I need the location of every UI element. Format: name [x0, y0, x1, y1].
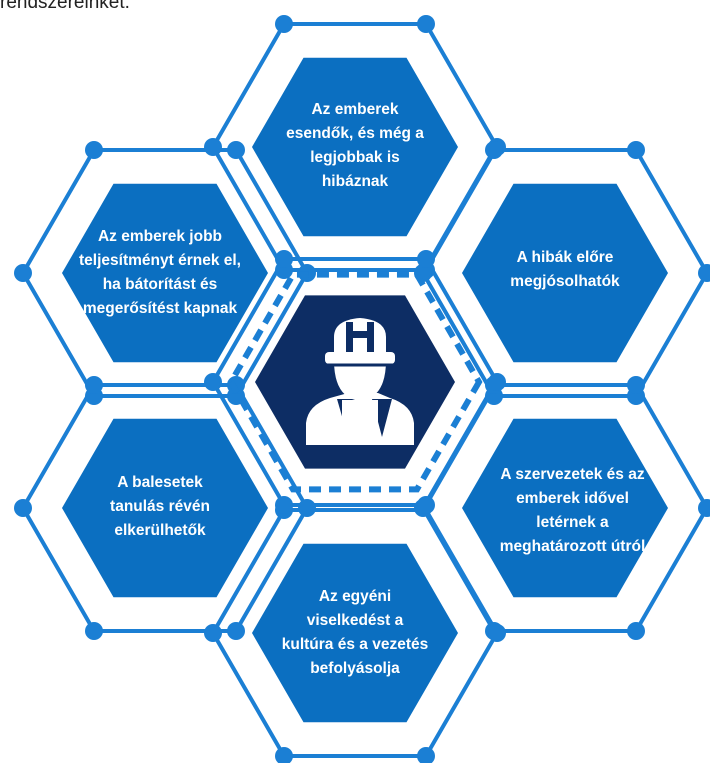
center-dashed-ring — [227, 271, 483, 493]
frame-node-dot — [627, 141, 645, 159]
frame-node-dot — [417, 747, 435, 763]
frame-node-dot — [417, 15, 435, 33]
frame-node-dot — [14, 264, 32, 282]
hexagon-label-lower-left: A balesetek tanulás révén elkerülhetők — [110, 474, 210, 539]
hexagon-lower-left — [62, 418, 268, 598]
frame-node-dot — [227, 622, 245, 640]
frame-node-dot — [275, 15, 293, 33]
cut-off-heading-text: rendszereinket. — [0, 0, 130, 13]
hexagon-top — [252, 57, 458, 237]
frame-node-dot — [275, 496, 293, 514]
hexagon-bottom — [252, 543, 458, 723]
frame-node-dot — [204, 624, 222, 642]
center-dashed-outline — [227, 271, 483, 493]
hexagon-label-upper-left: Az emberek jobb teljesítményt érnek el, … — [79, 228, 241, 317]
frame-node-dot — [227, 141, 245, 159]
construction-worker-icon — [306, 318, 414, 445]
frame-node-dot — [698, 499, 710, 517]
hexagon-upper-right — [462, 183, 668, 363]
frame-node-dot — [485, 141, 503, 159]
hexagon-label-top: Az emberek esendők, és még a legjobbak i… — [286, 101, 424, 190]
frame-node-dot — [488, 373, 506, 391]
frame-node-dot — [14, 499, 32, 517]
frame-node-dot — [204, 138, 222, 156]
frame-node-dot — [417, 496, 435, 514]
frame-node-dot — [627, 376, 645, 394]
frame-node-dot — [275, 250, 293, 268]
frame-node-dot — [275, 747, 293, 763]
frame-node-dot — [488, 624, 506, 642]
hexagon-upper-left — [62, 183, 268, 363]
hexagon-fills — [62, 57, 668, 723]
frame-node-dot — [698, 264, 710, 282]
hexagon-label-lower-right: A szervezetek és az emberek idővel letér… — [499, 466, 646, 555]
frame-node-dot — [85, 376, 103, 394]
frame-node-dot — [85, 622, 103, 640]
frame-node-dot — [298, 499, 316, 517]
frame-node-dot — [85, 141, 103, 159]
hexagon-lower-right — [462, 418, 668, 598]
hexagon-label-bottom: Az egyéni viselkedést a kultúra és a vez… — [281, 588, 429, 677]
frame-node-dot — [627, 622, 645, 640]
frame-node-dot — [204, 373, 222, 391]
hexagon-label-upper-right: A hibák előre megjósolhatók — [510, 249, 620, 290]
frame-node-dot — [417, 250, 435, 268]
